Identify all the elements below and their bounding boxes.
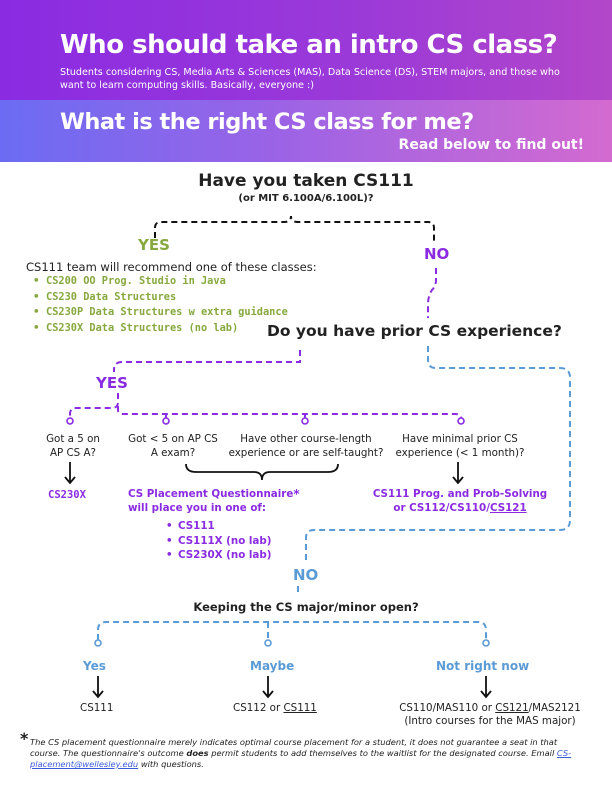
option-minimal-experience: Have minimal prior CS experience (< 1 mo… [395,433,525,459]
header-band-top [0,0,612,100]
option-ap-5: Got a 5 on AP CS A? [46,433,100,459]
option-node-3 [301,417,309,425]
q2-no-label: NO [293,566,319,584]
cs121-link[interactable]: CS121 [489,502,527,514]
outcome-not-now: CS110/MAS110 or CS121/MAS2121 (Intro cou… [390,702,590,728]
list-item: CS230P Data Structures w extra guidance [33,305,288,321]
q2-yes-connector [113,350,301,372]
email-link[interactable]: CS-placement@wellesley.edu [30,748,572,769]
footnote-star: * [293,487,300,501]
arrow-maybe [262,676,274,699]
option-node-2 [162,417,170,425]
list-item: CS111X (no lab) [166,534,271,549]
outcome-not-now-pre: CS110/MAS110 or [399,702,496,714]
outcome-maybe-text: CS112 or [233,702,284,714]
read-below-text: Read below to find out! [398,137,584,153]
option-node-1 [66,417,74,425]
placement-questionnaire-link[interactable]: CS Placement Questionnaire [128,488,294,500]
place-you-text: will place you in one of: [128,502,266,514]
option-node-4 [457,417,465,425]
page-title: Who should take an intro CS class? [60,30,558,60]
option-self-taught: Have other course-length experience or a… [228,433,384,459]
yes-options-connector [69,393,462,419]
list-item: CS230X Data Structures (no lab) [33,321,288,337]
question-keep-major: Keeping the CS major/minor open? [193,600,419,614]
header-band-bottom [0,100,612,162]
q1-branch-connector [154,215,435,242]
section-title: What is the right CS class for me? [60,109,474,135]
question-prior-experience: Do you have prior CS experience? [267,322,562,340]
branch-node-yes [94,639,102,647]
question-taken-cs111-sub: (or MIT 6.100A/6.100L)? [238,193,374,204]
placement-questionnaire-text: CS Placement Questionnaire* will place y… [128,487,328,515]
result-cs230x: CS230X [48,489,86,501]
outcome-yes: CS111 [80,702,114,714]
arrow-option4 [452,462,464,485]
list-item: CS230X (no lab) [166,548,271,563]
list-item: CS200 OO Prog. Studio in Java [33,274,288,290]
recommended-classes-list: CS200 OO Prog. Studio in Java CS230 Data… [30,274,288,336]
list-item: CS111 [166,519,271,534]
branch-maybe-label: Maybe [250,659,295,673]
option-ap-less-5: Got < 5 on AP CS A exam? [128,433,218,459]
q1-yes-label: YES [138,236,170,254]
options-brace [185,463,339,481]
q1-no-label: NO [424,245,450,263]
footnote-text-2: permit students to add themselves to the… [208,748,557,758]
cs111-recommend-text: CS111 team will recommend one of these c… [26,260,317,274]
result4-line1: CS111 Prog. and Prob-Solving [372,488,548,500]
outcome-maybe: CS112 or CS111 [233,702,317,714]
no-to-q2-connector [427,268,437,318]
q2-no-connector [305,346,571,562]
question-taken-cs111: Have you taken CS111 [198,171,414,191]
cs111-link[interactable]: CS111 [283,702,317,714]
cs121-link[interactable]: CS121 [495,702,529,714]
branch-yes-label: Yes [83,659,106,673]
no-branch-connector [97,586,487,640]
result4-line2: or CS112/CS110/ [393,502,490,514]
branch-node-maybe [264,639,272,647]
list-item: CS230 Data Structures [33,290,288,306]
branch-not-now-label: Not right now [436,659,530,673]
arrow-option1 [64,462,76,485]
result-minimal-experience: CS111 Prog. and Prob-Solving or CS112/CS… [360,487,560,515]
q2-yes-label: YES [96,374,128,392]
footnote-bold: does [186,748,209,758]
placement-options-list: CS111 CS111X (no lab) CS230X (no lab) [166,519,271,563]
branch-node-not-now [482,639,490,647]
footnote-star: * [20,729,29,748]
arrow-yes [92,676,104,699]
footnote-text-1: The CS placement questionnaire merely in… [30,737,558,758]
arrow-not-now [480,676,492,699]
outcome-not-now-note: (Intro courses for the MAS major) [404,715,576,727]
footnote-text-3: with questions. [138,759,204,769]
footnote: * The CS placement questionnaire merely … [20,731,590,770]
outcome-not-now-post: /MAS2121 [528,702,581,714]
page-subtitle: Students considering CS, Media Arts & Sc… [60,67,560,91]
